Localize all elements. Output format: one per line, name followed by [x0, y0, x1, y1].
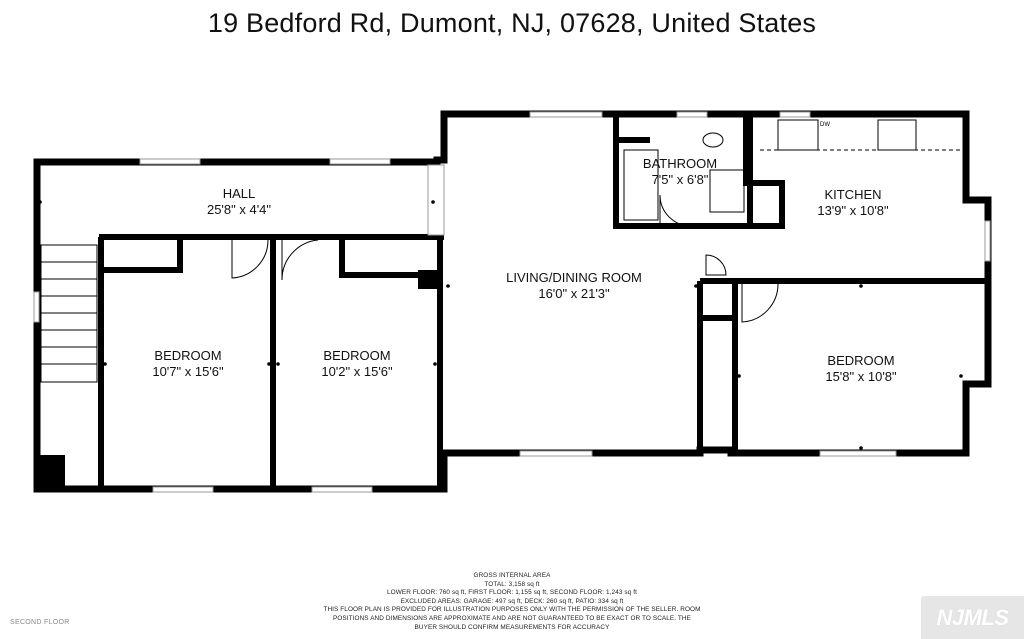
footer-line: BUYER SHOULD CONFIRM MEASUREMENTS FOR AC… — [414, 623, 610, 631]
exterior-wall — [33, 110, 992, 493]
room-name: HALL — [222, 186, 256, 201]
area-disclaimer: GROSS INTERNAL AREA TOTAL: 3,158 sq ft L… — [312, 572, 712, 632]
room-name: KITCHEN — [824, 187, 882, 202]
footer-line: POSITIONS AND DIMENSIONS ARE APPROXIMATE… — [332, 614, 692, 622]
room-name: LIVING/DINING ROOM — [506, 270, 642, 285]
room-label-bathroom: BATHROOM 7'5" x 6'8" — [643, 156, 717, 188]
dishwasher-label: DW — [820, 122, 830, 128]
room-label-bedroom-1: BEDROOM 10'7" x 15'6" — [152, 348, 223, 380]
room-label-living-dining: LIVING/DINING ROOM 16'0" x 21'3" — [506, 270, 642, 302]
room-name: BEDROOM — [827, 353, 895, 368]
footer-line: TOTAL: 3,158 sq ft — [484, 580, 540, 588]
page-title: 19 Bedford Rd, Dumont, NJ, 07628, United… — [207, 8, 817, 38]
bathroom-walls — [613, 117, 753, 229]
windows — [33, 111, 991, 493]
room-name: BATHROOM — [642, 156, 718, 171]
column — [418, 270, 440, 289]
closet-1 — [104, 240, 183, 273]
dimension-ticks — [38, 200, 963, 450]
kitchen-fixtures — [760, 119, 962, 151]
stairs — [40, 244, 98, 383]
njmls-logo: NJMLS — [921, 596, 1024, 639]
room-name: BEDROOM — [323, 348, 391, 363]
door-swings — [231, 194, 779, 323]
logo-text: NJMLS — [936, 605, 1009, 630]
room-label-bedroom-2: BEDROOM 10'2" x 15'6" — [321, 348, 392, 380]
room-size: 13'9" x 10'8" — [817, 203, 889, 218]
bathroom-fixtures — [623, 132, 745, 221]
footer-line: EXCLUDED AREAS: GARAGE: 497 sq ft, DECK:… — [400, 597, 624, 605]
room-size: 7'5" x 6'8" — [651, 172, 709, 187]
stair-post — [37, 455, 65, 489]
footer-line: LOWER FLOOR: 760 sq ft, FIRST FLOOR: 1,1… — [387, 589, 637, 597]
room-name: BEDROOM — [154, 348, 222, 363]
closet-2 — [339, 240, 437, 278]
footer-line: GROSS INTERNAL AREA — [473, 572, 551, 579]
room-size: 10'7" x 15'6" — [152, 364, 224, 379]
room-size: 10'2" x 15'6" — [321, 364, 393, 379]
room-size: 25'8" x 4'4" — [206, 202, 272, 217]
room-label-hall: HALL 25'8" x 4'4" — [207, 186, 271, 218]
room-size: 16'0" x 21'3" — [538, 286, 610, 301]
room-size: 15'8" x 10'8" — [825, 369, 897, 384]
floor-name: SECOND FLOOR — [10, 619, 70, 626]
footer-line: THIS FLOOR PLAN IS PROVIDED FOR ILLUSTRA… — [323, 606, 701, 614]
kitchen-wall — [743, 117, 785, 229]
room-label-bedroom-3: BEDROOM 15'8" x 10'8" — [825, 353, 896, 385]
room-label-kitchen: KITCHEN 13'9" x 10'8" — [817, 187, 888, 219]
